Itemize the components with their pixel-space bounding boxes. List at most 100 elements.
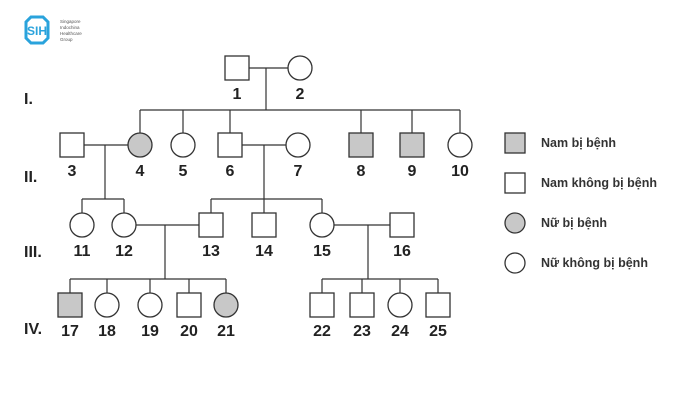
individual-11: 11 (69, 212, 95, 260)
female-unaffected-symbol (69, 212, 95, 238)
legend-item: Nữ không bị bệnh (504, 252, 648, 274)
individual-8: 8 (348, 132, 374, 180)
male-unaffected-symbol (309, 292, 335, 318)
individual-19: 19 (137, 292, 163, 340)
legend-female-affected-symbol (504, 212, 526, 234)
female-unaffected-symbol (287, 55, 313, 81)
male-affected-symbol (348, 132, 374, 158)
individual-label: 13 (202, 243, 220, 260)
individual-label: 25 (429, 323, 447, 340)
individual-25: 25 (425, 292, 451, 340)
logo-line-2: Indochina (60, 25, 80, 30)
individual-label: 9 (408, 163, 417, 180)
legend-item: Nữ bị bệnh (504, 212, 607, 234)
female-unaffected-symbol (137, 292, 163, 318)
male-unaffected-symbol (349, 292, 375, 318)
logo-line-3: Healthcare (60, 31, 82, 36)
generation-label-3: III. (24, 244, 42, 261)
male-unaffected-symbol (389, 212, 415, 238)
individual-label: 21 (217, 323, 235, 340)
individual-label: 16 (393, 243, 411, 260)
legend-male-unaffected-symbol (504, 172, 526, 194)
individual-17: 17 (57, 292, 83, 340)
male-unaffected-symbol (59, 132, 85, 158)
individual-1: 1 (224, 55, 250, 103)
female-affected-symbol (127, 132, 153, 158)
male-affected-symbol (399, 132, 425, 158)
male-unaffected-symbol (217, 132, 243, 158)
individual-label: 6 (226, 163, 235, 180)
individual-9: 9 (399, 132, 425, 180)
logo-line-1: Singapore (60, 19, 81, 24)
individual-label: 8 (357, 163, 366, 180)
individual-label: 4 (136, 163, 145, 180)
individual-label: 7 (294, 163, 303, 180)
female-unaffected-symbol (285, 132, 311, 158)
legend-label: Nữ bị bệnh (541, 216, 607, 230)
individual-label: 17 (61, 323, 79, 340)
individual-20: 20 (176, 292, 202, 340)
male-unaffected-symbol (224, 55, 250, 81)
female-unaffected-symbol (447, 132, 473, 158)
individual-label: 2 (296, 86, 305, 103)
individual-label: 11 (74, 243, 91, 260)
logo-line-4: Group (60, 37, 73, 42)
individual-12: 12 (111, 212, 137, 260)
individual-label: 14 (255, 243, 273, 260)
individual-3: 3 (59, 132, 85, 180)
legend-item: Nam không bị bệnh (504, 172, 657, 194)
individual-13: 13 (198, 212, 224, 260)
individual-21: 21 (213, 292, 239, 340)
generation-label-4: IV. (24, 321, 42, 338)
individual-23: 23 (349, 292, 375, 340)
legend-label: Nam không bị bệnh (541, 176, 657, 190)
individual-10: 10 (447, 132, 473, 180)
individual-24: 24 (387, 292, 413, 340)
legend-female-unaffected-symbol (504, 252, 526, 274)
individual-7: 7 (285, 132, 311, 180)
individual-label: 5 (179, 163, 188, 180)
individual-18: 18 (94, 292, 120, 340)
male-unaffected-symbol (198, 212, 224, 238)
legend-label: Nam bị bệnh (541, 136, 616, 150)
female-affected-symbol (213, 292, 239, 318)
individual-22: 22 (309, 292, 335, 340)
individual-5: 5 (170, 132, 196, 180)
female-unaffected-symbol (111, 212, 137, 238)
male-unaffected-symbol (176, 292, 202, 318)
male-affected-symbol (57, 292, 83, 318)
pedigree-lines (69, 67, 461, 293)
generation-label-1: I. (24, 91, 33, 108)
legend-label: Nữ không bị bệnh (541, 256, 648, 270)
individual-16: 16 (389, 212, 415, 260)
individual-15: 15 (309, 212, 335, 260)
individual-label: 19 (141, 323, 159, 340)
logo-badge (24, 15, 50, 45)
legend-item: Nam bị bệnh (504, 132, 616, 154)
individual-label: 1 (233, 86, 242, 103)
individual-14: 14 (251, 212, 277, 260)
male-unaffected-symbol (251, 212, 277, 238)
female-unaffected-symbol (170, 132, 196, 158)
individual-4: 4 (127, 132, 153, 180)
individual-label: 3 (68, 163, 77, 180)
individual-label: 10 (451, 163, 469, 180)
individual-label: 18 (98, 323, 116, 340)
individual-label: 12 (115, 243, 133, 260)
individual-2: 2 (287, 55, 313, 103)
individual-label: 24 (391, 323, 409, 340)
female-unaffected-symbol (309, 212, 335, 238)
individual-label: 20 (180, 323, 198, 340)
female-unaffected-symbol (387, 292, 413, 318)
male-unaffected-symbol (425, 292, 451, 318)
female-unaffected-symbol (94, 292, 120, 318)
individual-label: 15 (313, 243, 331, 260)
individual-label: 22 (313, 323, 331, 340)
individual-label: 23 (353, 323, 371, 340)
logo-mark: SIH (27, 24, 47, 38)
logo: SIH Singapore Indochina Healthcare Group (24, 15, 82, 45)
generation-label-2: II. (24, 169, 37, 186)
